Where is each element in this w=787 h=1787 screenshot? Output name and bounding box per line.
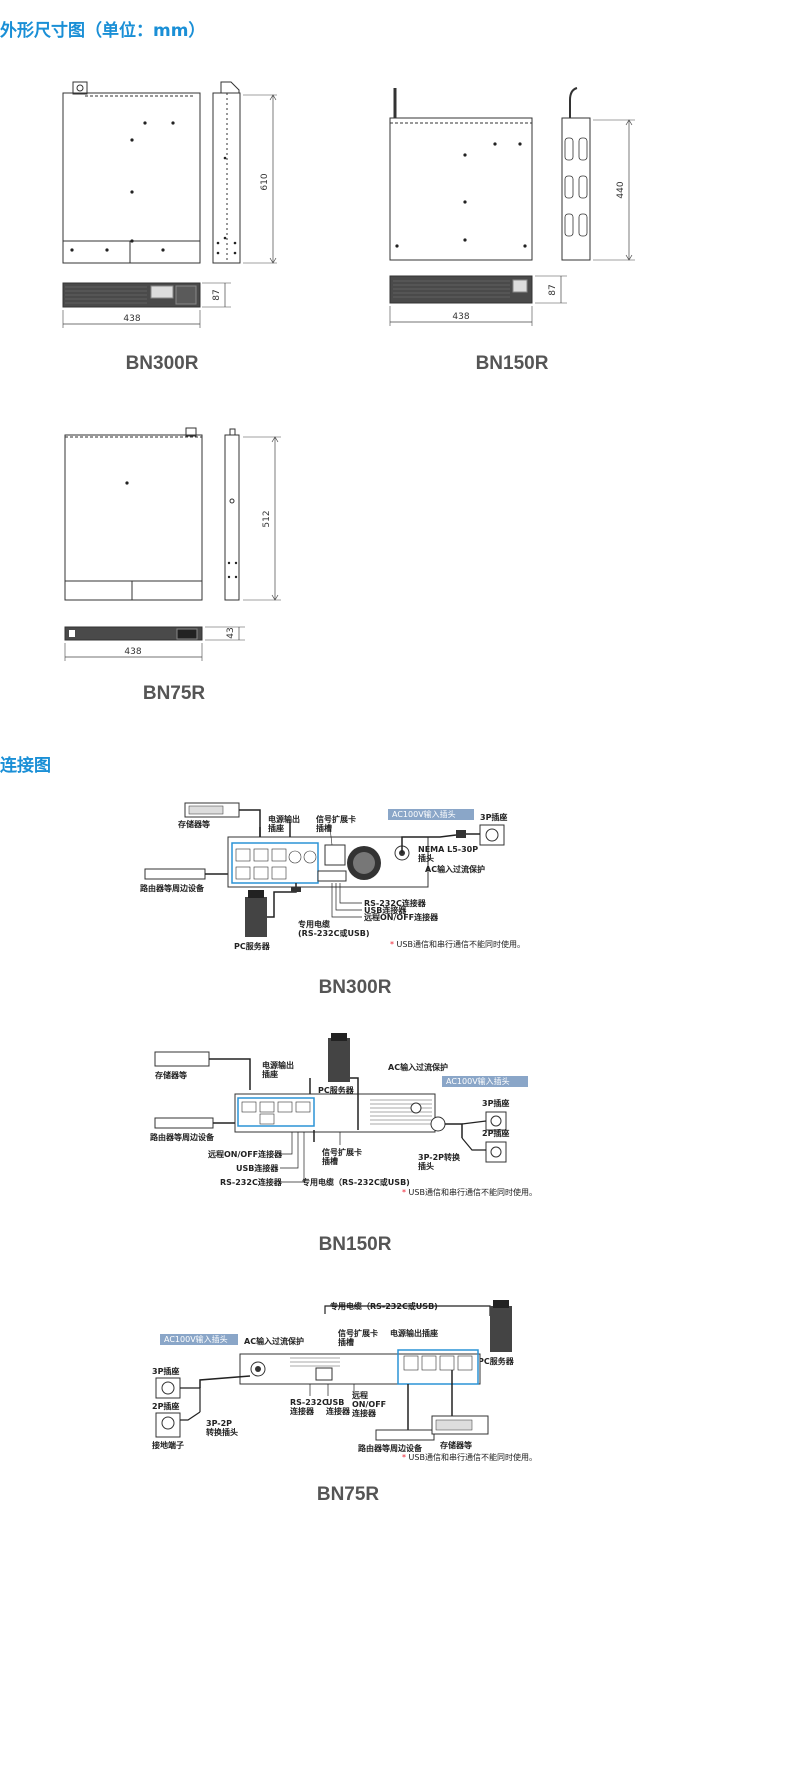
bn150r-connection-diagram: 存储器等 路由器等周边设备 PC服务器 电源输出插座 AC输入过流保护 AC10… [150,1033,537,1197]
bn150r-signal-card-label: 信号扩展卡插槽 [322,1147,362,1166]
bn75r-connection-diagram: 专用电缆（RS-232C或USB) PC服务器 AC100V输入插头 AC输入过… [152,1300,537,1462]
bn150r-width-label: 438 [452,312,469,322]
bn75r-pc-server-label: PC服务器 [478,1356,515,1366]
dimensions-section-title: 外形尺寸图（单位：mm） [0,21,206,41]
bn150r-2p-plug-label: 2P插座 [482,1128,509,1138]
bn150r-converter-label: 3P-2P转换插头 [418,1152,461,1171]
bn300r-rs232c-label: RS-232C连接器 [364,898,427,908]
bn75r-power-outlet-label: 电源输出插座 [390,1328,438,1338]
bn75r-dimension-drawing: 512 43 438 [64,427,281,661]
bn300r-note: * USB通信和串行通信不能同时使用。 [390,939,525,949]
bn150r-note: * USB通信和串行通信不能同时使用。 [402,1187,537,1197]
bn150r-ac-input-plug-label: AC100V输入插头 [446,1076,510,1086]
bn75r-ac-input-plug-label: AC100V输入插头 [164,1334,228,1344]
bn150r-connection-caption: BN150R [318,1234,392,1255]
bn75r-depth-label: 512 [262,510,272,527]
bn300r-dimension-caption: BN300R [125,353,199,374]
bn75r-dimension-caption: BN75R [142,683,206,704]
bn300r-width-label: 438 [123,314,140,324]
bn75r-ground-label: 接地端子 [152,1440,184,1450]
bn300r-cable-label: 专用电缆(RS-232C或USB) [298,919,369,938]
bn300r-dimension-drawing: 610 87 438 [62,81,277,328]
bn300r-3p-plug-label: 3P插座 [480,812,507,822]
bn75r-ac-protect-label: AC输入过流保护 [244,1336,304,1346]
bn75r-router-label: 路由器等周边设备 [358,1443,423,1453]
bn75r-connection-caption: BN75R [316,1484,380,1505]
bn75r-3p-plug-label: 3P插座 [152,1366,179,1376]
bn300r-depth-label: 610 [260,173,270,190]
bn300r-height-label: 87 [212,289,222,300]
bn300r-signal-card-label: 信号扩展卡插槽 [316,814,356,833]
bn150r-dimension-drawing: 440 87 438 [389,87,635,326]
bn150r-pc-server-label: PC服务器 [318,1085,355,1095]
bn300r-power-outlet-label: 电源输出插座 [268,814,300,833]
bn300r-remote-label: 远程ON/OFF连接器 [364,912,439,922]
bn300r-usb-label: USB连接器 [364,905,407,915]
bn75r-note: * USB通信和串行通信不能同时使用。 [402,1452,537,1462]
bn150r-3p-plug-label: 3P插座 [482,1098,509,1108]
bn150r-remote-label: 远程ON/OFF连接器 [208,1149,283,1159]
bn75r-2p-plug-label: 2P插座 [152,1401,179,1411]
bn150r-cable-label: 专用电缆（RS-232C或USB) [302,1177,410,1187]
bn300r-connection-diagram: 存储器等 路由器等周边设备 电源输出插座 信号扩展卡插槽 AC100V输入插头 … [140,802,525,951]
bn150r-power-outlet-label: 电源输出插座 [262,1060,294,1079]
bn150r-dimension-caption: BN150R [475,353,549,374]
bn75r-storage-label: 存储器等 [439,1440,472,1450]
bn150r-storage-label: 存储器等 [154,1070,187,1080]
bn75r-height-label: 43 [226,627,236,638]
bn150r-ac-protect-label: AC输入过流保护 [388,1062,448,1072]
bn300r-pc-server-label: PC服务器 [234,941,271,951]
bn150r-height-label: 87 [548,284,558,295]
bn150r-rs232c-label: RS-232C连接器 [220,1177,283,1187]
bn150r-router-label: 路由器等周边设备 [150,1132,215,1142]
bn300r-storage-label: 存储器等 [177,819,210,829]
bn300r-connection-caption: BN300R [318,977,392,998]
connection-section-title: 连接图 [0,756,51,776]
bn75r-width-label: 438 [124,647,141,657]
bn75r-signal-card-label: 信号扩展卡插槽 [338,1328,378,1347]
bn150r-depth-label: 440 [616,181,626,198]
bn300r-ac-protect-label: AC输入过流保护 [425,864,485,874]
bn300r-ac-input-plug-label: AC100V输入插头 [392,809,456,819]
bn150r-usb-label: USB连接器 [236,1163,279,1173]
bn300r-router-label: 路由器等周边设备 [140,883,205,893]
